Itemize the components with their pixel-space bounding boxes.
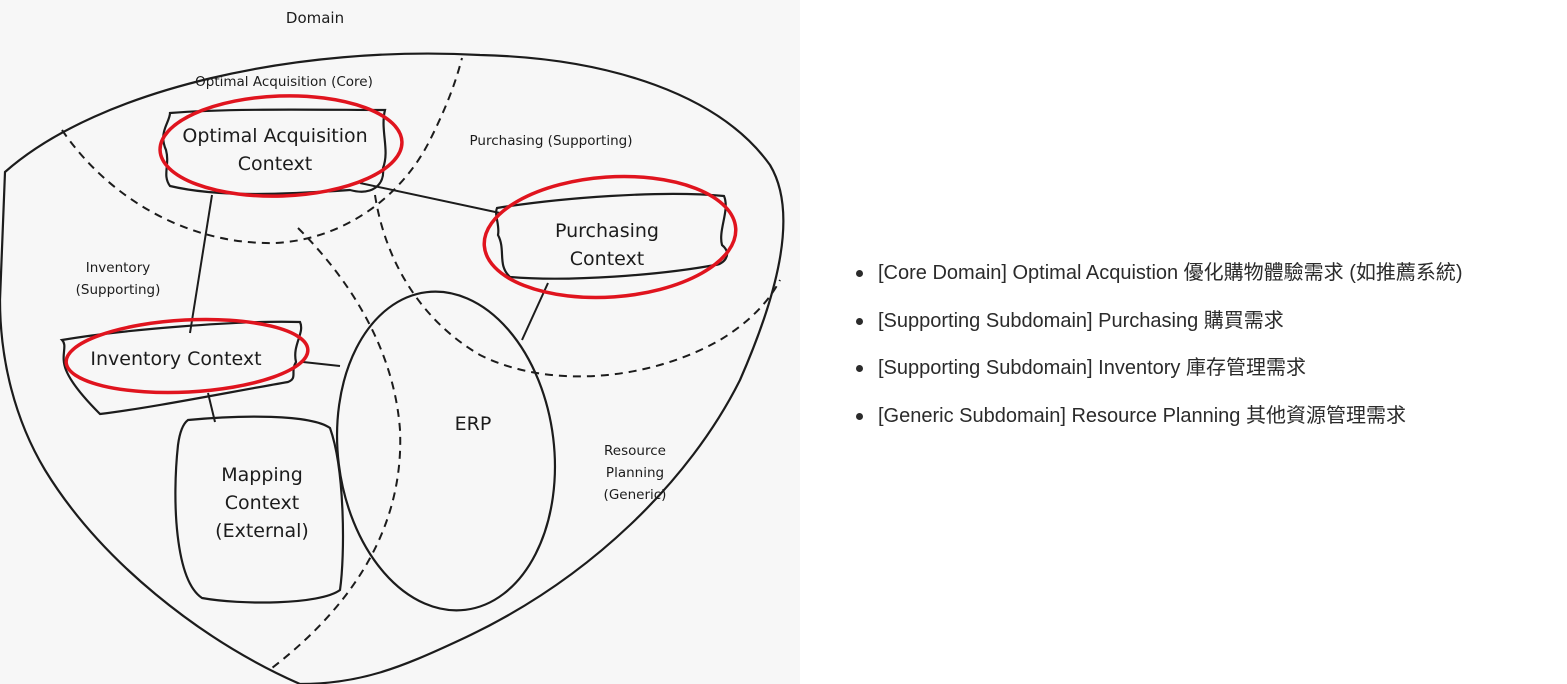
purchasing-subdomain-label: Purchasing (Supporting): [470, 133, 633, 149]
optimal-acquisition-context-shape: [162, 108, 387, 196]
highlight-inventory-context: [64, 317, 310, 395]
subdomain-notes-list: [Core Domain] Optimal Acquistion 優化購物體驗需…: [853, 256, 1463, 446]
optimal-acquisition-context-label-line2: Context: [238, 153, 312, 175]
optimal-acquisition-context-label-line1: Optimal Acquisition: [182, 125, 367, 147]
erp-shape: [335, 290, 557, 612]
mapping-context-label-line3: (External): [215, 520, 309, 542]
erp-label: ERP: [455, 413, 492, 435]
mapping-context-label-line1: Mapping: [221, 464, 303, 486]
diagram-canvas: Domain Optimal Acquisition (Core) Purcha…: [0, 9, 785, 684]
connector-core-inventory: [189, 194, 213, 334]
note-inventory: [Supporting Subdomain] Inventory 庫存管理需求: [853, 351, 1463, 399]
connector-core-purchasing: [359, 182, 501, 214]
inventory-context-label: Inventory Context: [90, 348, 261, 370]
inventory-subdomain-label-line1: Inventory: [86, 260, 150, 276]
purchasing-subdomain-boundary: [374, 194, 781, 378]
note-core-domain: [Core Domain] Optimal Acquistion 優化購物體驗需…: [853, 256, 1463, 304]
inventory-context-shape: [59, 320, 303, 416]
domain-title: Domain: [286, 9, 344, 27]
core-subdomain-label: Optimal Acquisition (Core): [195, 74, 373, 90]
inventory-subdomain-label-line2: (Supporting): [76, 282, 161, 298]
highlight-core-context: [158, 94, 404, 198]
resource-planning-label-line2: Planning: [606, 465, 664, 481]
core-subdomain-boundary: [61, 57, 463, 245]
domain-boundary: [0, 52, 785, 684]
resource-planning-label-line3: (Generic): [604, 487, 667, 503]
mapping-context-label-line2: Context: [225, 492, 299, 514]
note-purchasing: [Supporting Subdomain] Purchasing 購買需求: [853, 304, 1463, 352]
mapping-context-shape: [174, 415, 345, 604]
resource-planning-label-line1: Resource: [604, 443, 666, 459]
context-map-diagram: Domain Optimal Acquisition (Core) Purcha…: [0, 9, 785, 684]
purchasing-context-label-line2: Context: [570, 248, 644, 270]
highlight-purchasing-context: [482, 174, 738, 300]
inventory-subdomain-boundary: [271, 227, 402, 669]
note-resource-planning: [Generic Subdomain] Resource Planning 其他…: [853, 399, 1463, 447]
connector-inventory-erp: [302, 361, 341, 367]
purchasing-context-label-line1: Purchasing: [555, 220, 659, 242]
